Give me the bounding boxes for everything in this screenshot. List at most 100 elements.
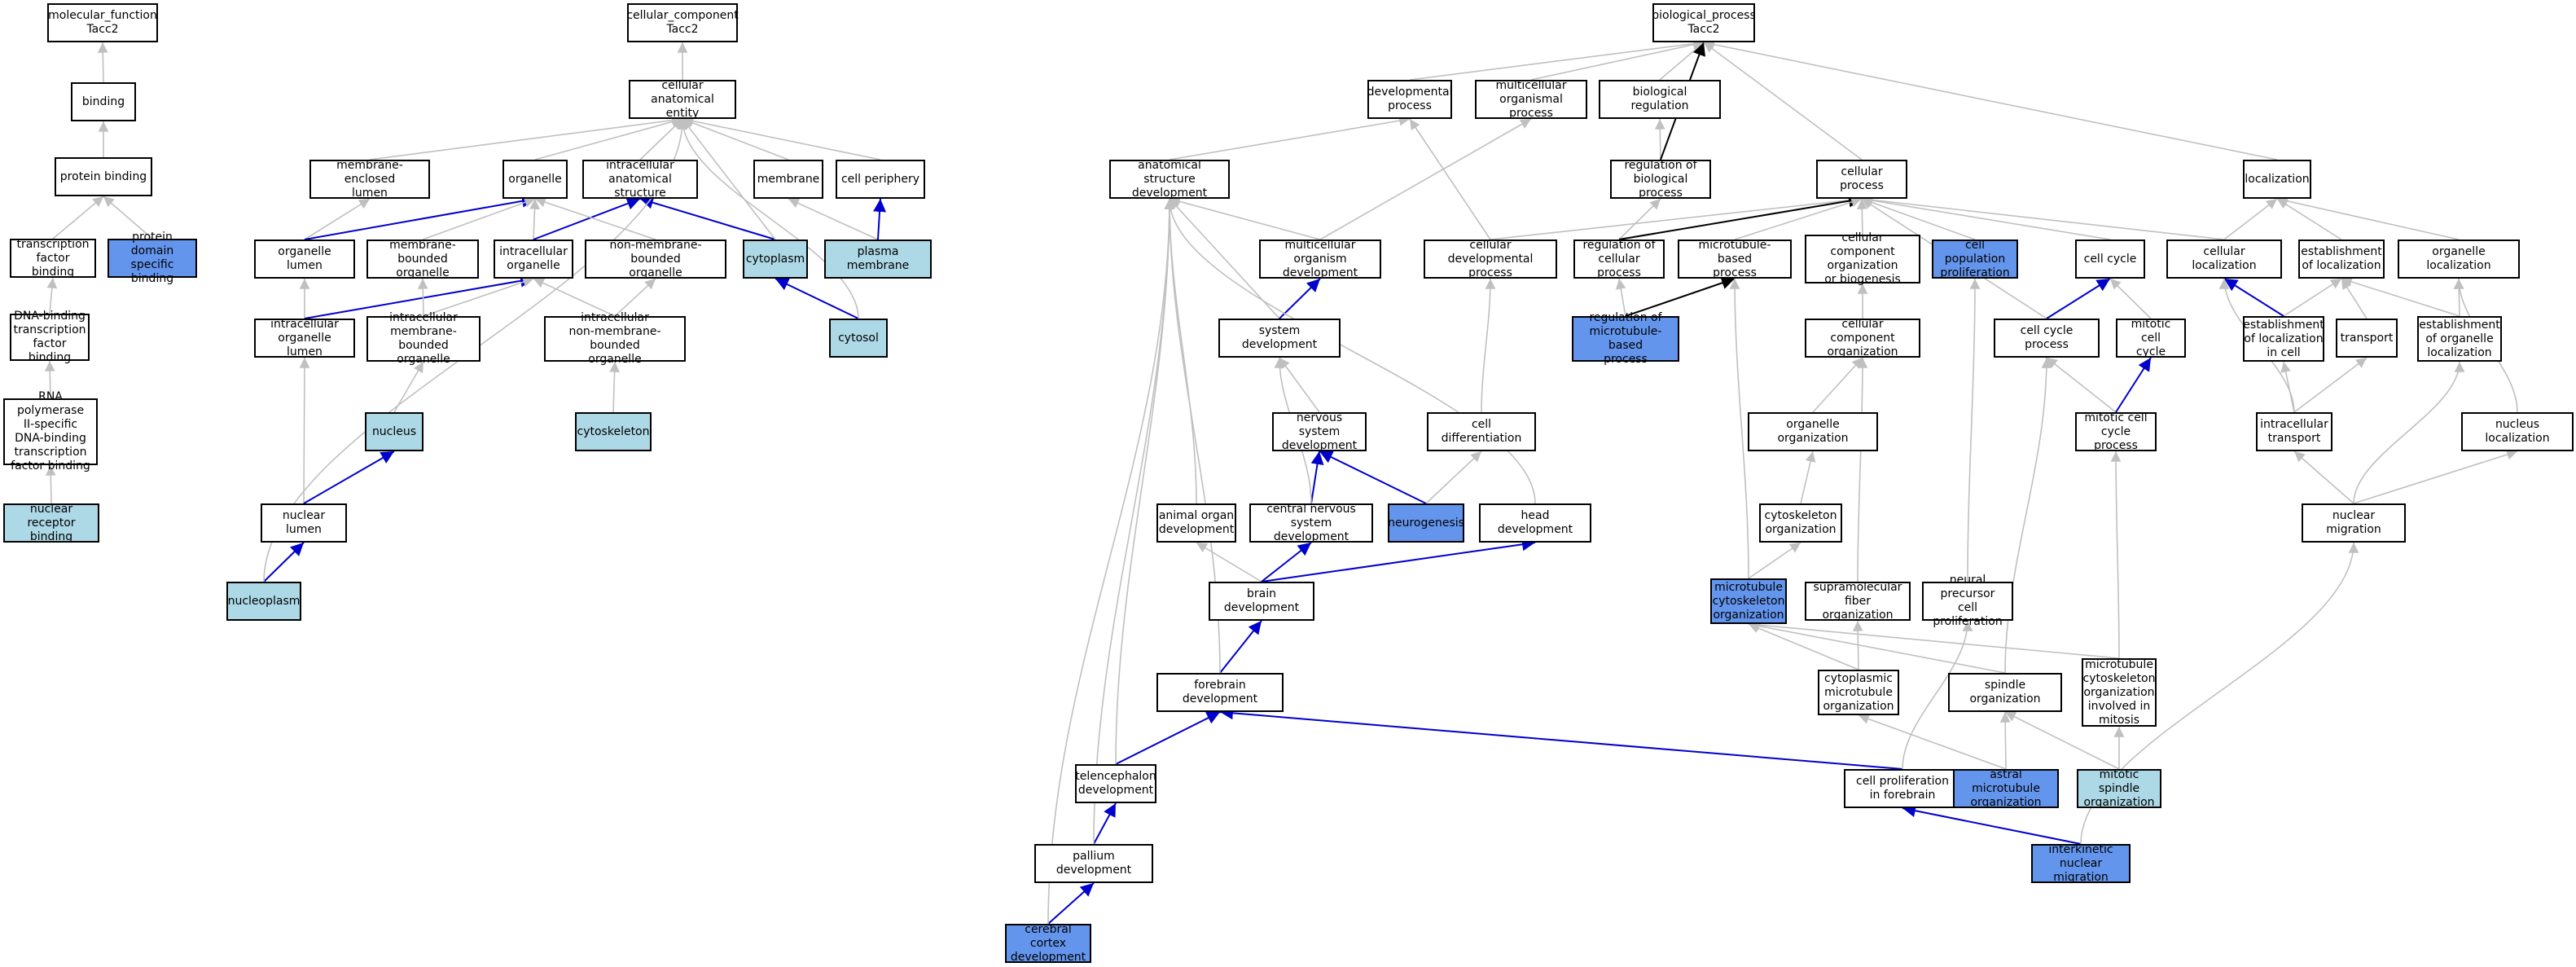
node-intracellular-transport[interactable]: intracellular transport — [2256, 412, 2332, 451]
node-multicellular-organism-development[interactable]: multicellular organism development — [1259, 239, 1381, 279]
node-developmental-process[interactable]: developmental process — [1367, 80, 1452, 119]
node-nucleus-localization[interactable]: nucleus localization — [2461, 412, 2574, 451]
edge-dna_tf_binding-to-tf_binding — [46, 277, 58, 314]
edge-brain_development-to-animal_organ_dev — [1196, 542, 1262, 582]
node-system-development[interactable]: system development — [1218, 319, 1341, 358]
edge-cns_dev-to-nervous_system_dev — [1310, 451, 1324, 504]
node-transcription-factor-binding[interactable]: transcription factor binding — [10, 238, 96, 279]
node-intracellular-organelle-lumen[interactable]: intracellular organelle lumen — [254, 318, 355, 358]
node-intracellular-membrane-bounded-organelle[interactable]: intracellular membrane-bounded organelle — [366, 311, 481, 366]
node-forebrain-development[interactable]: forebrain development — [1156, 673, 1284, 712]
node-dna-binding-tf-binding[interactable]: DNA-binding transcription factor binding — [10, 310, 90, 364]
node-cell-periphery[interactable]: cell periphery — [836, 160, 925, 199]
node-cerebral-cortex-development[interactable]: cerebral cortex development — [1005, 923, 1091, 964]
edge-nuclear_lumen-to-intracellular_organelle_lumen — [299, 357, 310, 504]
node-organelle-localization[interactable]: organelle localization — [2398, 240, 2520, 279]
edge-system_development-to-multicellular_organism_dev — [1279, 278, 1321, 319]
node-intracellular-anatomical-structure[interactable]: intracellular anatomical structure — [582, 159, 698, 200]
node-biological-process-root[interactable]: biological_process Tacc2 — [1652, 3, 1756, 42]
node-nucleoplasm[interactable]: nucleoplasm — [226, 582, 301, 621]
node-microtubule-based-process[interactable]: microtubule-based process — [1678, 239, 1792, 279]
node-organelle[interactable]: organelle — [502, 160, 568, 199]
node-cytosol[interactable]: cytosol — [829, 319, 888, 358]
node-molecular-function-root[interactable]: molecular_function Tacc2 — [47, 3, 158, 42]
node-protein-binding[interactable]: protein binding — [55, 157, 152, 196]
node-nuclear-migration[interactable]: nuclear migration — [2302, 503, 2406, 543]
edge-supramolecular_fiber_org-to-cc_organization — [1857, 357, 1868, 582]
node-mitotic-spindle-organization[interactable]: mitotic spindle organization — [2077, 768, 2161, 809]
node-cytoskeleton-organization[interactable]: cytoskeleton organization — [1759, 503, 1842, 543]
node-establishment-of-localization-in-cell[interactable]: establishment of localization in cell — [2243, 316, 2324, 362]
edge-cellular_localization-to-cellular_process — [1861, 195, 2225, 240]
node-organelle-organization[interactable]: organelle organization — [1748, 412, 1878, 451]
node-intracellular-non-membrane-bounded-organelle[interactable]: intracellular non-membrane-bounded organ… — [544, 311, 686, 366]
node-protein-domain-specific-binding[interactable]: protein domain specific binding — [108, 231, 197, 285]
node-cell-cycle-process[interactable]: cell cycle process — [1994, 319, 2100, 358]
node-interkinetic-nuclear-migration[interactable]: interkinetic nuclear migration — [2031, 843, 2131, 884]
node-establishment-of-organelle-localization[interactable]: establishment of organelle localization — [2417, 316, 2502, 362]
edge-tf_binding-to-protein_binding — [52, 196, 104, 240]
node-microtubule-cytoskeleton-organization-mitosis[interactable]: microtubule cytoskeleton organization in… — [2082, 657, 2157, 727]
node-biological-regulation[interactable]: biological regulation — [1599, 80, 1721, 119]
node-microtubule-cytoskeleton-organization[interactable]: microtubule cytoskeleton organization — [1710, 578, 1787, 624]
node-regulation-of-biological-process[interactable]: regulation of biological process — [1610, 159, 1711, 200]
node-cytoplasmic-microtubule-organization[interactable]: cytoplasmic microtubule organization — [1818, 670, 1899, 715]
node-cellular-component-root[interactable]: cellular_component Tacc2 — [626, 3, 739, 42]
node-nervous-system-development[interactable]: nervous system development — [1272, 411, 1367, 452]
node-multicellular-organismal-process[interactable]: multicellular organismal process — [1475, 79, 1587, 120]
node-binding[interactable]: binding — [71, 82, 136, 121]
edge-protein_domain_binding-to-protein_binding — [103, 196, 153, 240]
node-pallium-development[interactable]: pallium development — [1034, 844, 1153, 883]
edge-cytoskeleton-to-intracellular_nmb_organelle — [609, 361, 620, 413]
node-mitotic-cell-cycle-process[interactable]: mitotic cell cycle process — [2075, 411, 2157, 452]
node-cytoskeleton[interactable]: cytoskeleton — [575, 412, 652, 451]
node-nuclear-receptor-binding[interactable]: nuclear receptor binding — [3, 503, 99, 543]
node-establishment-of-localization[interactable]: establishment of localization — [2298, 240, 2385, 279]
node-cell-proliferation-in-forebrain[interactable]: cell proliferation in forebrain — [1844, 769, 1961, 808]
edge-intracellular_organelle-to-organelle — [529, 198, 540, 240]
node-nuclear-lumen[interactable]: nuclear lumen — [261, 503, 347, 543]
node-cellular-anatomical-entity[interactable]: cellular anatomical entity — [629, 79, 736, 120]
node-central-nervous-system-development[interactable]: central nervous system development — [1249, 503, 1373, 543]
edge-multicellular_organismal_process-to-bp_root — [1530, 39, 1705, 81]
node-regulation-of-microtubule-based-process[interactable]: regulation of microtubule-based process — [1572, 311, 1679, 366]
edge-interkinetic_nuclear_migration-to-cell_prolif_forebrain — [1902, 804, 2082, 845]
node-cellular-localization[interactable]: cellular localization — [2166, 240, 2282, 279]
node-cellular-component-organization[interactable]: cellular component organization — [1805, 318, 1920, 358]
node-cytoplasm[interactable]: cytoplasm — [743, 240, 808, 279]
node-membrane-bounded-organelle[interactable]: membrane-bounded organelle — [366, 239, 479, 279]
node-neurogenesis[interactable]: neurogenesis — [1388, 503, 1464, 543]
node-organelle-lumen[interactable]: organelle lumen — [254, 240, 355, 279]
node-cellular-process[interactable]: cellular process — [1816, 160, 1907, 199]
node-astral-microtubule-organization[interactable]: astral microtubule organization — [1953, 768, 2059, 809]
node-brain-development[interactable]: brain development — [1209, 582, 1314, 621]
edge-intracellular_transport-to-est_loc_in_cell — [2280, 361, 2295, 413]
node-regulation-of-cellular-process[interactable]: regulation of cellular process — [1573, 239, 1665, 279]
node-non-membrane-bounded-organelle[interactable]: non-membrane-bounded organelle — [585, 239, 726, 279]
node-membrane-enclosed-lumen[interactable]: membrane-enclosed lumen — [309, 159, 430, 200]
node-nucleus[interactable]: nucleus — [365, 412, 423, 451]
node-neural-precursor-cell-proliferation[interactable]: neural precursor cell proliferation — [1922, 574, 2013, 628]
node-mitotic-cell-cycle[interactable]: mitotic cell cycle — [2116, 318, 2186, 358]
node-cell-population-proliferation[interactable]: cell population proliferation — [1932, 239, 2018, 279]
node-membrane[interactable]: membrane — [753, 160, 823, 199]
node-cell-differentiation[interactable]: cell differentiation — [1427, 412, 1536, 451]
node-telencephalon-development[interactable]: telencephalon development — [1075, 764, 1156, 803]
edge-system_development-to-anat_structure_dev — [1169, 198, 1280, 319]
node-animal-organ-development[interactable]: animal organ development — [1156, 503, 1236, 543]
node-rna-polymerase-ii-tf-binding[interactable]: RNA polymerase II-specific DNA-binding t… — [3, 390, 98, 473]
node-transport[interactable]: transport — [2336, 319, 2398, 358]
node-head-development[interactable]: head development — [1479, 503, 1591, 543]
node-spindle-organization[interactable]: spindle organization — [1948, 673, 2062, 712]
node-supramolecular-fiber-organization[interactable]: supramolecular fiber organization — [1805, 581, 1911, 622]
edge-head_development-to-anat_structure_dev — [1164, 198, 1536, 504]
edge-developmental_process-to-bp_root — [1409, 38, 1705, 81]
node-localization[interactable]: localization — [2243, 160, 2311, 199]
node-plasma-membrane[interactable]: plasma membrane — [824, 240, 932, 279]
node-cell-cycle[interactable]: cell cycle — [2075, 240, 2145, 279]
node-cellular-component-organization-or-biogenesis[interactable]: cellular component organization or bioge… — [1805, 231, 1920, 286]
node-cellular-developmental-process[interactable]: cellular developmental process — [1424, 239, 1557, 279]
node-anatomical-structure-development[interactable]: anatomical structure development — [1109, 159, 1230, 200]
node-intracellular-organelle[interactable]: intracellular organelle — [494, 240, 573, 279]
